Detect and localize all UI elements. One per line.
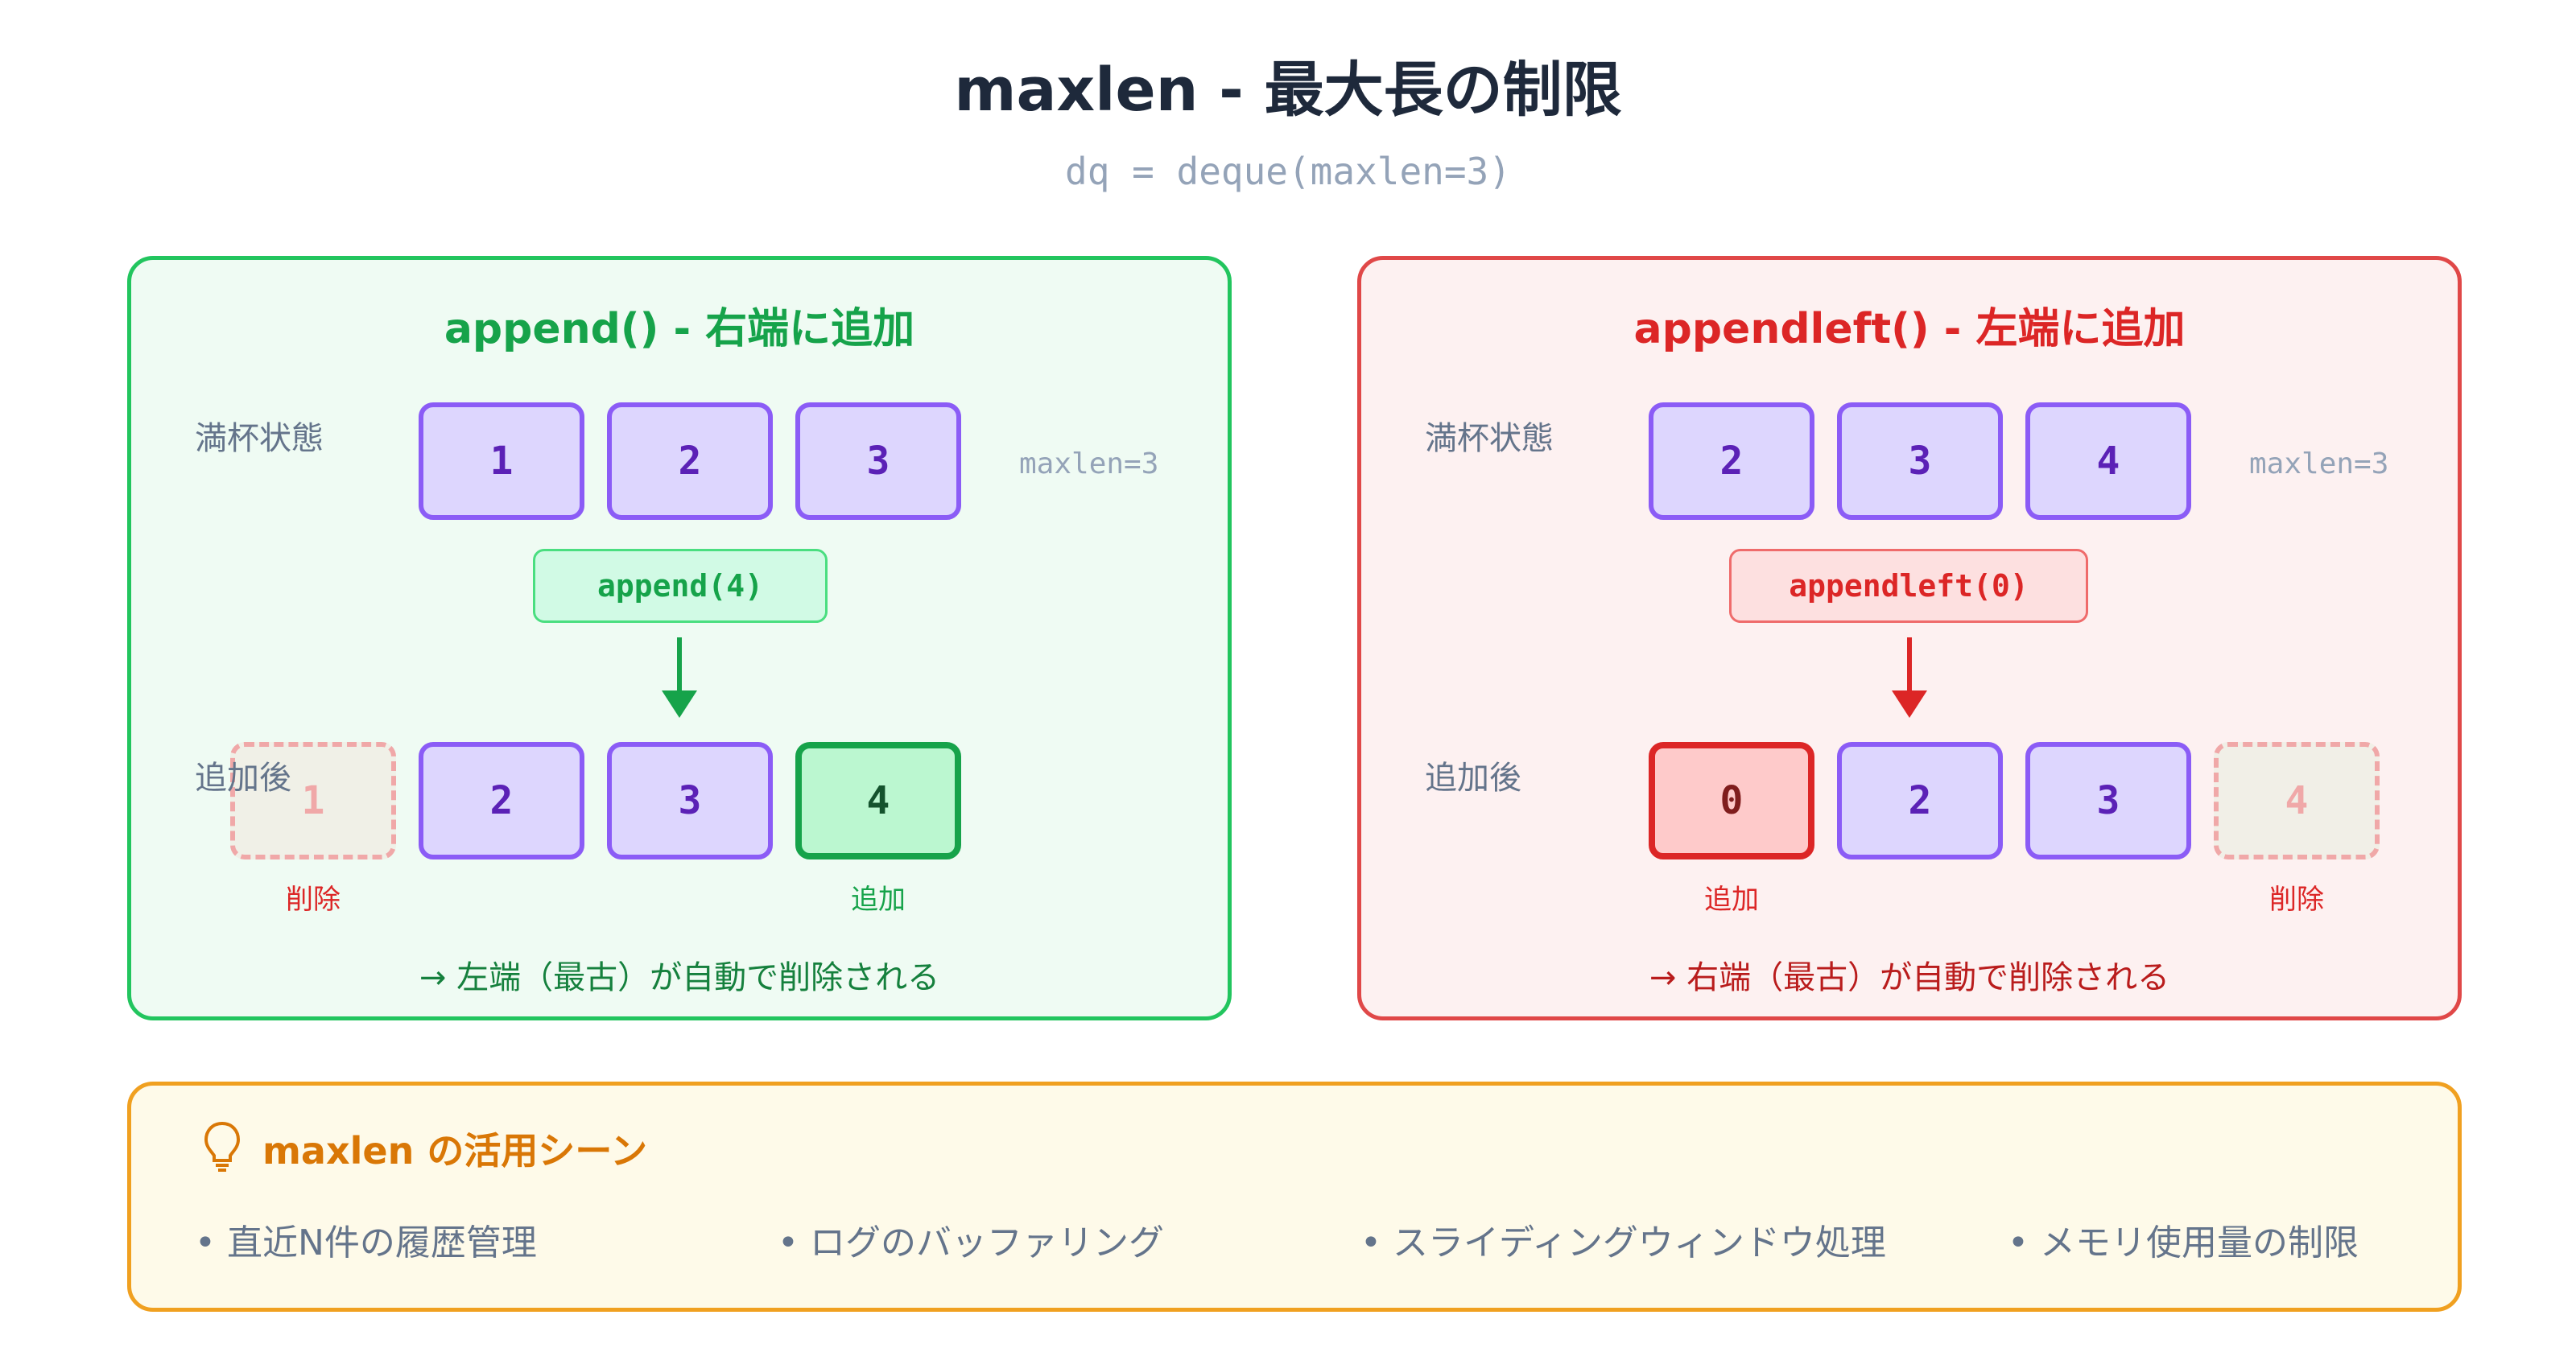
added-cell: 0 xyxy=(1649,742,1814,859)
removed-label: 削除 xyxy=(286,884,341,916)
uses-panel xyxy=(127,1082,2462,1312)
appendleft-operation: appendleft(0) xyxy=(1729,549,2088,623)
after-label: 追加後 xyxy=(1425,760,1521,797)
deque-cell: 2 xyxy=(1649,402,1814,520)
deque-cell: 2 xyxy=(419,742,584,859)
maxlen-note: maxlen=3 xyxy=(2249,447,2389,480)
deque-cell: 3 xyxy=(795,402,961,520)
lightbulb-icon xyxy=(204,1121,241,1172)
deque-cell: 1 xyxy=(419,402,584,520)
down-arrow-icon xyxy=(1892,637,1927,718)
page-title: maxlen - 最大長の制限 xyxy=(954,56,1622,125)
use-item: • スライディングウィンドウ処理 xyxy=(1360,1222,1886,1263)
removed-cell: 4 xyxy=(2214,742,2380,859)
deque-cell: 2 xyxy=(1837,742,2003,859)
use-item: • 直近N件の履歴管理 xyxy=(195,1222,537,1263)
after-label: 追加後 xyxy=(195,760,291,797)
down-arrow-icon xyxy=(662,637,697,718)
deque-cell: 3 xyxy=(1837,402,2003,520)
uses-title: maxlen の活用シーン xyxy=(262,1129,648,1173)
deque-cell: 3 xyxy=(607,742,773,859)
added-cell: 4 xyxy=(795,742,961,859)
added-label: 追加 xyxy=(851,884,906,916)
full-state-label: 満杯状態 xyxy=(195,420,324,457)
removed-cell: 1 xyxy=(230,742,396,859)
full-state-label: 満杯状態 xyxy=(1425,420,1554,457)
maxlen-note: maxlen=3 xyxy=(1019,447,1159,480)
append-panel-title: append() - 右端に追加 xyxy=(444,305,915,353)
appendleft-caption: → 右端（最古）が自動で削除される xyxy=(1649,959,2170,996)
removed-label: 削除 xyxy=(2269,884,2324,916)
deque-cell: 4 xyxy=(2025,402,2191,520)
append-operation: append(4) xyxy=(533,549,828,623)
deque-cell: 3 xyxy=(2025,742,2191,859)
use-item: • メモリ使用量の制限 xyxy=(2008,1222,2359,1263)
code-snippet: dq = deque(maxlen=3) xyxy=(1065,150,1511,193)
added-label: 追加 xyxy=(1704,884,1759,916)
use-item: • ログのバッファリング xyxy=(778,1222,1164,1263)
deque-cell: 2 xyxy=(607,402,773,520)
append-caption: → 左端（最古）が自動で削除される xyxy=(419,959,940,996)
appendleft-panel-title: appendleft() - 左端に追加 xyxy=(1633,305,2186,353)
